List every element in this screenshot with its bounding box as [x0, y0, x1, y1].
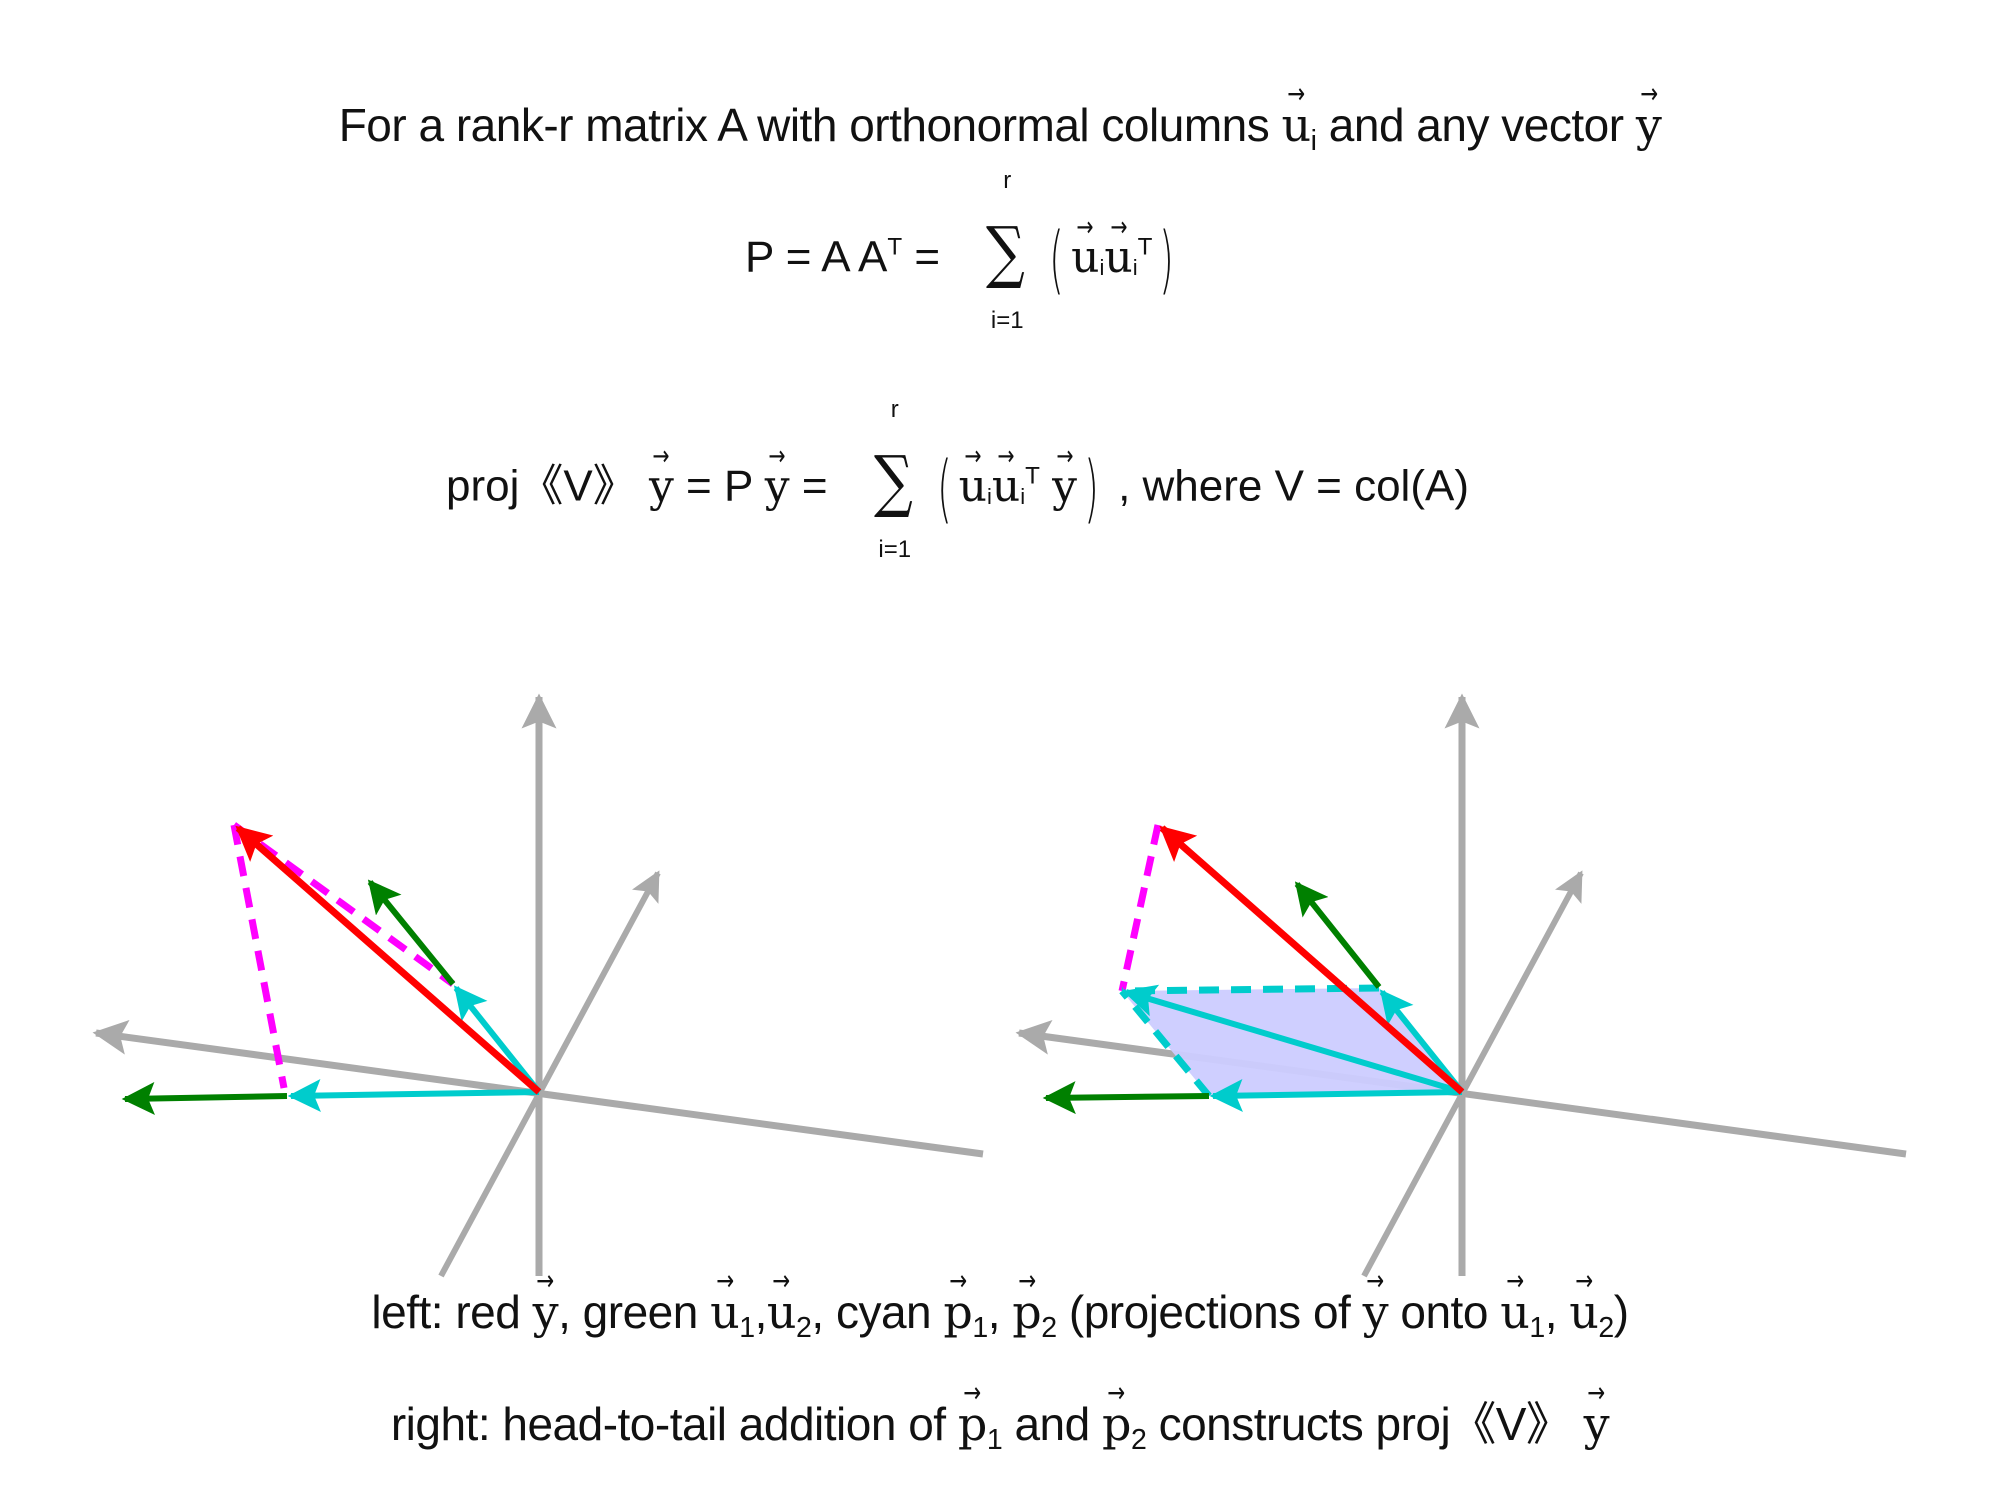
vector-y: y — [1584, 1397, 1610, 1451]
subscript-2: 2 — [1598, 1312, 1614, 1345]
summation: r ∑ i=1 — [870, 396, 930, 563]
comma: , — [1544, 1286, 1558, 1338]
sigma-icon: ∑ — [873, 442, 913, 521]
transpose-symbol: T — [1137, 233, 1153, 261]
depth-axis — [1361, 870, 1584, 1278]
vector-u: u — [1569, 1285, 1599, 1339]
vector-y: y — [533, 1285, 559, 1339]
vector-u1 — [367, 879, 456, 986]
caption-text: left: red — [371, 1286, 533, 1338]
subscript-i: i — [1099, 254, 1105, 280]
vector-u: u — [767, 1285, 797, 1339]
formula-projection: proj《V》 y = P y = r ∑ i=1 (uiuiT y) , wh… — [446, 396, 1469, 563]
where-clause: , where V = col(A) — [1105, 461, 1469, 511]
close-paren: ) — [1084, 446, 1099, 532]
vector-y: y — [649, 461, 674, 512]
open-paren: ( — [1049, 217, 1064, 303]
formula-projection-matrix: P = A AT = r ∑ i=1 (uiuiT) — [745, 167, 1181, 334]
close-paren: ) — [1159, 217, 1175, 303]
subscript-i: i — [1132, 254, 1138, 280]
caption-left: left: red y, green u1,u2, cyan p1, p2 (p… — [0, 1285, 2000, 1345]
subscript-1: 1 — [739, 1312, 755, 1345]
vector-u: u — [992, 461, 1020, 512]
open-paren: ( — [936, 446, 952, 532]
subscript-i: i — [1020, 483, 1026, 509]
vector-u: u — [1500, 1285, 1530, 1339]
vector-y: y — [1636, 98, 1662, 152]
depth-axis — [438, 870, 661, 1278]
horizontal-axis — [92, 1019, 984, 1158]
vector-p: p — [1012, 1285, 1041, 1339]
left-diagram — [92, 693, 984, 1278]
vector-p: p — [943, 1285, 972, 1339]
residual-dashed-line — [230, 824, 288, 1089]
vector-u2 — [121, 1081, 288, 1115]
subscript-1: 1 — [1529, 1312, 1545, 1345]
subscript-2: 2 — [1130, 1424, 1147, 1457]
caption-text: and — [1002, 1398, 1102, 1450]
vector-p2 — [1209, 1079, 1463, 1113]
caption-text: , cyan — [811, 1286, 944, 1338]
subscript-i: i — [986, 483, 992, 509]
caption-text: onto — [1388, 1286, 1501, 1338]
caption-text: (projections of — [1056, 1286, 1363, 1338]
sum-upper-limit: r — [1003, 167, 1012, 194]
caption-text: , green — [558, 1286, 711, 1338]
vector-p2 — [287, 1079, 540, 1113]
subscript-1: 1 — [972, 1312, 988, 1345]
vector-u: u — [1071, 232, 1099, 283]
comma: , — [754, 1286, 768, 1338]
head-to-tail-dashed — [1121, 984, 1380, 995]
subscript-i: i — [1310, 125, 1317, 158]
sum-lower-limit: i=1 — [990, 307, 1024, 334]
vector-u: u — [1104, 232, 1132, 283]
vector-u: u — [1282, 98, 1312, 152]
vector-u2 — [1042, 1081, 1210, 1115]
equals-sign: = — [902, 232, 941, 282]
horizontal-axis — [1015, 1019, 1907, 1158]
subscript-2: 2 — [1041, 1312, 1057, 1345]
close-paren: ) — [1613, 1286, 1629, 1338]
right-diagram — [1015, 693, 1907, 1278]
vector-y: y — [1363, 1285, 1389, 1339]
vector-p1 — [453, 985, 542, 1094]
vector-u1 — [1294, 881, 1382, 989]
vector-y — [1159, 825, 1465, 1095]
vector-y — [235, 825, 542, 1095]
caption-text: constructs proj《V》 — [1146, 1398, 1584, 1450]
title-text-2: and any vector — [1316, 99, 1636, 151]
subscript-1: 1 — [986, 1424, 1003, 1457]
subscript-2: 2 — [796, 1312, 812, 1345]
summation: r ∑ i=1 — [982, 167, 1042, 334]
equals-sign: = — [789, 461, 828, 511]
vector-p: p — [1102, 1397, 1131, 1451]
vector-y: y — [765, 461, 790, 512]
transpose-symbol: T — [887, 233, 903, 261]
title-line: For a rank-r matrix A with orthonormal c… — [0, 98, 2000, 158]
sum-lower-limit: i=1 — [878, 536, 912, 563]
sigma-icon: ∑ — [986, 213, 1026, 292]
caption-text: right: head-to-tail addition of — [390, 1398, 958, 1450]
transpose-symbol: T — [1025, 462, 1040, 490]
vector-u: u — [710, 1285, 740, 1339]
caption-right: right: head-to-tail addition of p1 and p… — [0, 1388, 2000, 1457]
vector-y: y — [1052, 461, 1077, 512]
comma: , — [987, 1286, 1001, 1338]
residual-dashed-line — [1118, 824, 1162, 992]
vector-p: p — [958, 1397, 987, 1451]
title-text: For a rank-r matrix A with orthonormal c… — [338, 99, 1282, 151]
formula-mid: = P — [673, 461, 765, 511]
vector-p1 — [1379, 989, 1465, 1094]
sum-upper-limit: r — [890, 396, 899, 423]
formula-lhs: P = A A — [745, 232, 888, 282]
proj-operator: proj《V》 — [446, 461, 637, 511]
vector-u: u — [959, 461, 987, 512]
vector-projV-y — [1122, 984, 1463, 1095]
